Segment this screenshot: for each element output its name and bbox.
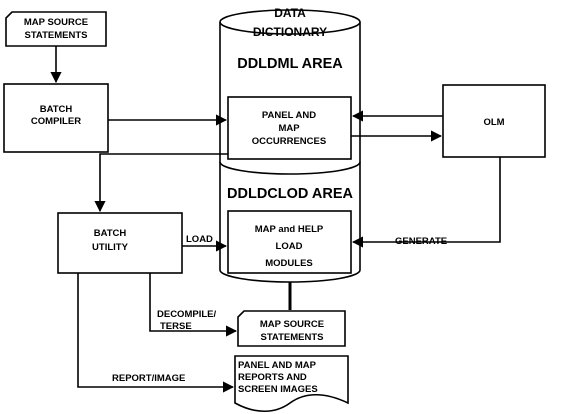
edge-label-load: LOAD [186,234,213,245]
occurrences-line-1: PANEL AND [262,110,316,121]
load-modules-box [227,210,352,274]
load-modules-line-3: MODULES [265,258,313,269]
batch-compiler-line-1: BATCH [40,104,73,115]
reports-line-3: SCREEN IMAGES [238,384,318,395]
arrow-olm-to-load-modules [351,157,501,248]
ddldml-area-label: DDLDML AREA [237,56,343,72]
arrow-utility-to-source [149,273,238,337]
panel-map-occurrences-box [227,96,352,160]
data-dictionary-title-1: DATA [274,6,306,20]
ddldclod-area-label: DDLDCLOD AREA [227,186,353,202]
map-source-bottom-line-1: MAP SOURCE [260,319,324,330]
occurrences-line-2: MAP [278,123,300,134]
batch-compiler-box [3,83,109,153]
occurrences-line-3: OCCURRENCES [252,136,326,147]
edge-label-generate: GENERATE [395,236,447,247]
edge-label-terse: TERSE [160,321,192,332]
olm-box [442,84,546,158]
reports-doc [234,355,349,413]
batch-utility-line-2: UTILITY [92,242,129,253]
edge-label-decompile: DECOMPILE/ [157,309,216,320]
arrow-utility-to-reports [77,273,235,393]
map-source-top-line-2: STATEMENTS [25,30,88,41]
batch-utility-box [57,212,183,274]
load-modules-line-1: MAP and HELP [255,224,324,235]
map-source-bottom-doc [237,310,346,347]
reports-line-2: REPORTS AND [238,372,307,383]
arrow-occurrences-to-utility [94,153,228,213]
load-modules-line-2: LOAD [276,241,303,252]
olm-label: OLM [483,117,504,128]
reports-line-1: PANEL AND MAP [238,360,317,371]
edge-label-report-image: REPORT/IMAGE [112,373,185,384]
batch-compiler-line-2: COMPILER [31,116,81,127]
map-source-top-line-1: MAP SOURCE [24,17,88,28]
batch-utility-line-1: BATCH [94,228,127,239]
map-source-bottom-line-2: STATEMENTS [261,332,324,343]
data-dictionary-title-2: DICTIONARY [253,25,327,39]
